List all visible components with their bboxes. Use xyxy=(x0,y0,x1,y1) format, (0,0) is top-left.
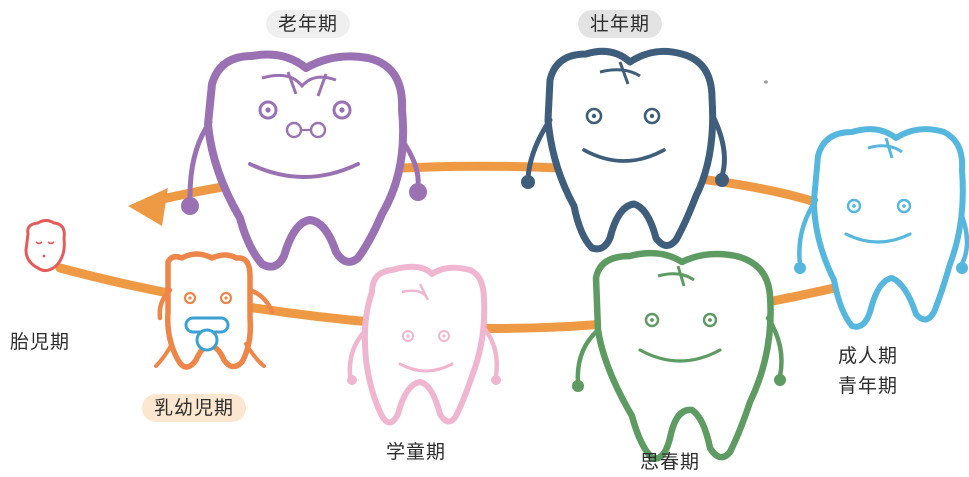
arrow-head xyxy=(128,188,168,226)
elderly-tooth-icon xyxy=(181,55,427,267)
label-fetal: 胎児期 xyxy=(10,330,70,354)
adult-tooth-icon xyxy=(794,129,968,327)
speck-dot xyxy=(764,80,768,84)
label-prime: 壮年期 xyxy=(578,10,662,38)
label-elderly: 老年期 xyxy=(266,10,350,38)
label-infant: 乳幼児期 xyxy=(142,394,246,422)
fetal-tooth-icon xyxy=(26,221,64,271)
label-adult: 成人期 xyxy=(838,344,898,368)
label-puberty: 思春期 xyxy=(640,450,700,474)
prime-tooth-icon xyxy=(521,51,729,249)
label-school: 学童期 xyxy=(386,440,446,464)
puberty-tooth-icon xyxy=(572,253,786,458)
label-youth: 青年期 xyxy=(838,374,898,398)
school-tooth-icon xyxy=(347,267,501,423)
